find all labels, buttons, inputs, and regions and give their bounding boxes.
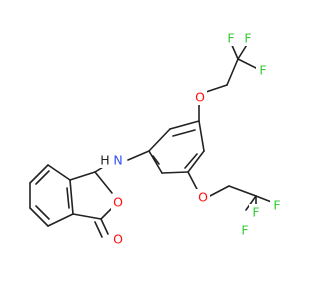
bond — [66, 187, 70, 209]
bond-layer — [29, 42, 275, 238]
fluorine-atom-label: F — [241, 223, 248, 238]
nitrogen-atom-label: N — [113, 153, 122, 168]
bond — [172, 129, 196, 137]
bond — [29, 207, 49, 227]
bond — [228, 185, 257, 197]
bond — [35, 170, 50, 185]
bond — [198, 120, 205, 152]
bond — [226, 58, 239, 86]
bond — [152, 155, 160, 165]
structure-drawing: F F F O N H O O F F F — [29, 30, 284, 247]
bond — [35, 205, 50, 220]
fluorine-atom-label: F — [259, 63, 266, 78]
bond — [161, 171, 189, 174]
bond — [100, 218, 109, 235]
oxygen-atom-label: O — [113, 195, 123, 210]
bond — [245, 195, 257, 211]
hydrogen-atom-label: H — [100, 153, 109, 168]
molecule-canvas: F F F O N H O O F F F — [29, 30, 284, 247]
fluorine-atom-label: F — [227, 31, 234, 46]
oxygen-atom-label: O — [195, 90, 205, 105]
bond — [148, 150, 163, 174]
bond — [207, 185, 230, 198]
bond — [47, 164, 71, 181]
bond — [184, 153, 198, 169]
bond — [94, 221, 103, 238]
bond — [69, 179, 74, 215]
bond — [29, 164, 49, 184]
fluorine-atom-label: F — [244, 31, 251, 46]
bond — [169, 120, 200, 130]
bond — [69, 171, 96, 181]
bond — [148, 128, 171, 152]
bond — [205, 84, 228, 93]
oxygen-atom-label: O — [113, 232, 123, 247]
bond — [187, 150, 205, 173]
bond — [94, 171, 113, 194]
bond — [47, 213, 74, 227]
bond — [72, 213, 102, 220]
atom-label-layer: F F F O N H O O F F F — [98, 30, 284, 247]
bond — [237, 58, 257, 69]
fluorine-atom-label: F — [273, 198, 280, 213]
oxygen-atom-label: O — [198, 190, 208, 205]
bond — [127, 150, 150, 161]
fluorine-atom-label: F — [252, 205, 259, 220]
